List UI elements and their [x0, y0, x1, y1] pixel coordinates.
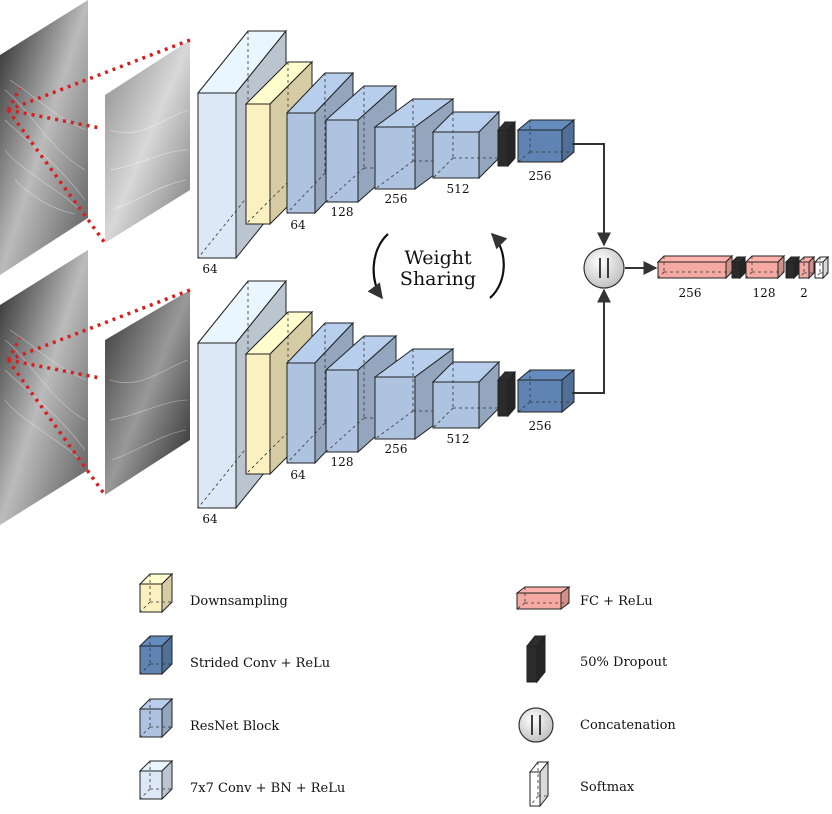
- resnet-256-size-label: 256: [385, 192, 408, 206]
- weight-sharing: Weight Sharing: [367, 232, 508, 300]
- softmax-block: [813, 255, 830, 280]
- downsampling-icon: [138, 572, 174, 614]
- bottom-zoom-lines: [6, 288, 191, 497]
- concatenation-node: [583, 247, 625, 289]
- resnet-block-icon: [138, 697, 174, 739]
- legend-label-3: 7x7 Conv + BN + ReLu: [190, 781, 345, 796]
- weight-sharing-line1: Weight: [404, 247, 472, 269]
- conv7x7-size-label: 64: [202, 262, 218, 276]
- dropout-icon: [525, 634, 547, 684]
- fc-2-block: [797, 255, 816, 280]
- top-merge-arrow: [572, 143, 611, 247]
- dropout-block: [496, 370, 517, 418]
- resnet-256-size-label: 256: [385, 442, 408, 456]
- classifier-head: 256 128 2: [656, 254, 830, 300]
- top-input-images: [0, 0, 191, 275]
- weight-sharing-line2: Sharing: [400, 268, 476, 290]
- merge-connectors: [572, 143, 658, 394]
- bottom-input-images: [0, 250, 191, 525]
- legend-label-7: Softmax: [580, 780, 635, 795]
- fc-128-block: [744, 254, 786, 280]
- strided-conv-size-label: 256: [529, 169, 552, 183]
- top-patch-image: [105, 40, 190, 243]
- bottom-merge-arrow: [572, 288, 611, 394]
- strided-conv-block: [516, 368, 576, 414]
- top-branch: 64 64 128 256 512 256: [196, 29, 576, 276]
- top-zoom-lines: [6, 38, 191, 245]
- top-mammogram-image: [0, 0, 88, 275]
- dropout-block: [496, 120, 517, 168]
- resnet-512-size-label: 512: [447, 182, 470, 196]
- bottom-patch-image: [105, 290, 190, 495]
- resnet-128-size-label: 128: [331, 455, 354, 469]
- bottom-mammogram-image: [0, 250, 88, 525]
- legend-label-1: Strided Conv + ReLu: [190, 656, 330, 671]
- legend-label-6: Concatenation: [580, 718, 676, 733]
- resnet-512-size-label: 512: [447, 432, 470, 446]
- resnet-block-512: [431, 360, 501, 430]
- head-dropout-1: [730, 255, 747, 280]
- downsampling-size-label: 64: [290, 468, 306, 482]
- conv7x7-icon: [138, 759, 174, 801]
- concatenation-icon: [518, 707, 554, 743]
- strided-conv-icon: [138, 634, 174, 676]
- legend-label-4: FC + ReLu: [580, 594, 653, 609]
- legend-label-5: 50% Dropout: [580, 655, 668, 670]
- weight-sharing-right-arrow: [489, 232, 508, 299]
- bottom-branch: 64 64 128 256 512 256: [196, 279, 576, 526]
- resnet-block-512: [431, 110, 501, 180]
- fc-icon: [515, 586, 571, 610]
- fc-256-size-label: 256: [679, 286, 702, 300]
- fc-256-block: [656, 254, 734, 280]
- strided-conv-size-label: 256: [529, 419, 552, 433]
- legend-label-0: Downsampling: [190, 594, 288, 609]
- downsampling-size-label: 64: [290, 218, 306, 232]
- head-dropout-2: [784, 255, 801, 280]
- conv7x7-size-label: 64: [202, 512, 218, 526]
- fc-2-size-label: 2: [800, 286, 808, 300]
- fc-128-size-label: 128: [753, 286, 776, 300]
- strided-conv-block: [516, 118, 576, 164]
- softmax-icon: [528, 760, 550, 808]
- resnet-128-size-label: 128: [331, 205, 354, 219]
- weight-sharing-left-arrow: [367, 233, 389, 300]
- legend-label-2: ResNet Block: [190, 719, 279, 734]
